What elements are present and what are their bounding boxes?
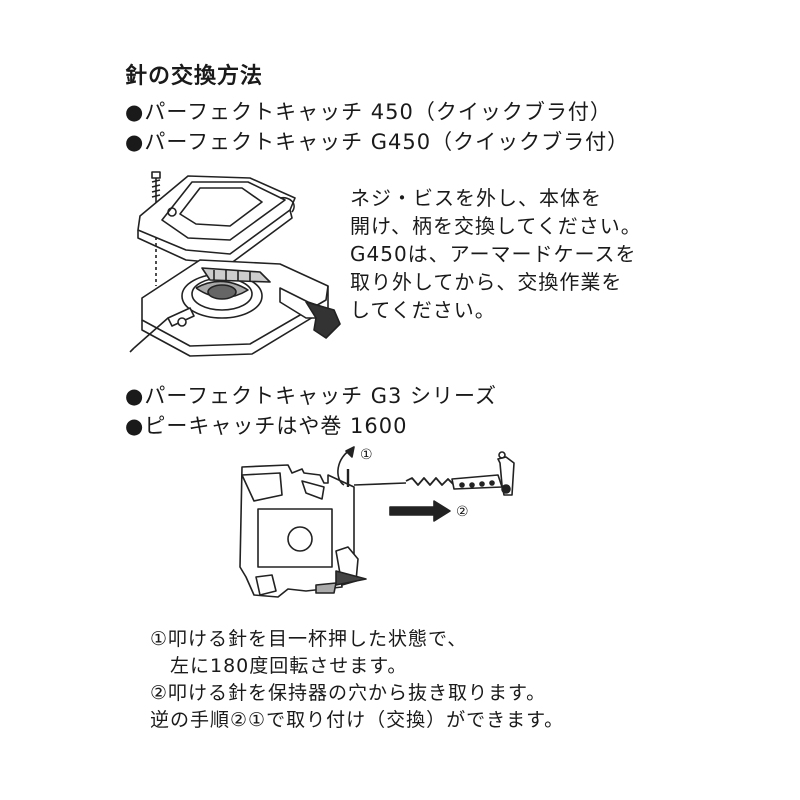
figure-label-rotate: ① bbox=[360, 447, 373, 463]
figure-label-pull: ② bbox=[456, 504, 469, 520]
description-line: G450は、アーマードケースを bbox=[350, 242, 637, 266]
tag-gun-open-illustration bbox=[129, 171, 341, 357]
description-line: 取り外してから、交換作業を bbox=[350, 270, 623, 294]
instruction-reverse: 逆の手順②①で取り付け（交換）ができます。 bbox=[150, 709, 565, 731]
description-line: してください。 bbox=[350, 298, 496, 322]
needle-replacement-illustration: ① ② bbox=[239, 446, 515, 598]
model-item-450: ●パーフェクトキャッチ 450（クイックブラ付） bbox=[125, 100, 612, 124]
model-item-g3: ●パーフェクトキャッチ G3 シリーズ bbox=[125, 384, 497, 408]
page-title: 針の交換方法 bbox=[125, 64, 264, 89]
section1-description: ネジ・ビスを外し、本体を 開け、柄を交換してください。 G450は、アーマードケ… bbox=[350, 184, 650, 324]
instruction-step-1-cont: 左に180度回転させます。 bbox=[150, 655, 408, 677]
model-item-g450: ●パーフェクトキャッチ G450（クイックブラ付） bbox=[125, 130, 630, 154]
description-line: 開け、柄を交換してください。 bbox=[350, 214, 642, 238]
instruction-step-2: ②叩ける針を保持器の穴から抜き取ります。 bbox=[150, 682, 547, 704]
model-item-p-catch: ●ピーキャッチはや巻 1600 bbox=[125, 414, 408, 438]
description-line: ネジ・ビスを外し、本体を bbox=[350, 186, 602, 210]
instruction-step-1: ①叩ける針を目一杯押した状態で、 bbox=[150, 628, 468, 650]
